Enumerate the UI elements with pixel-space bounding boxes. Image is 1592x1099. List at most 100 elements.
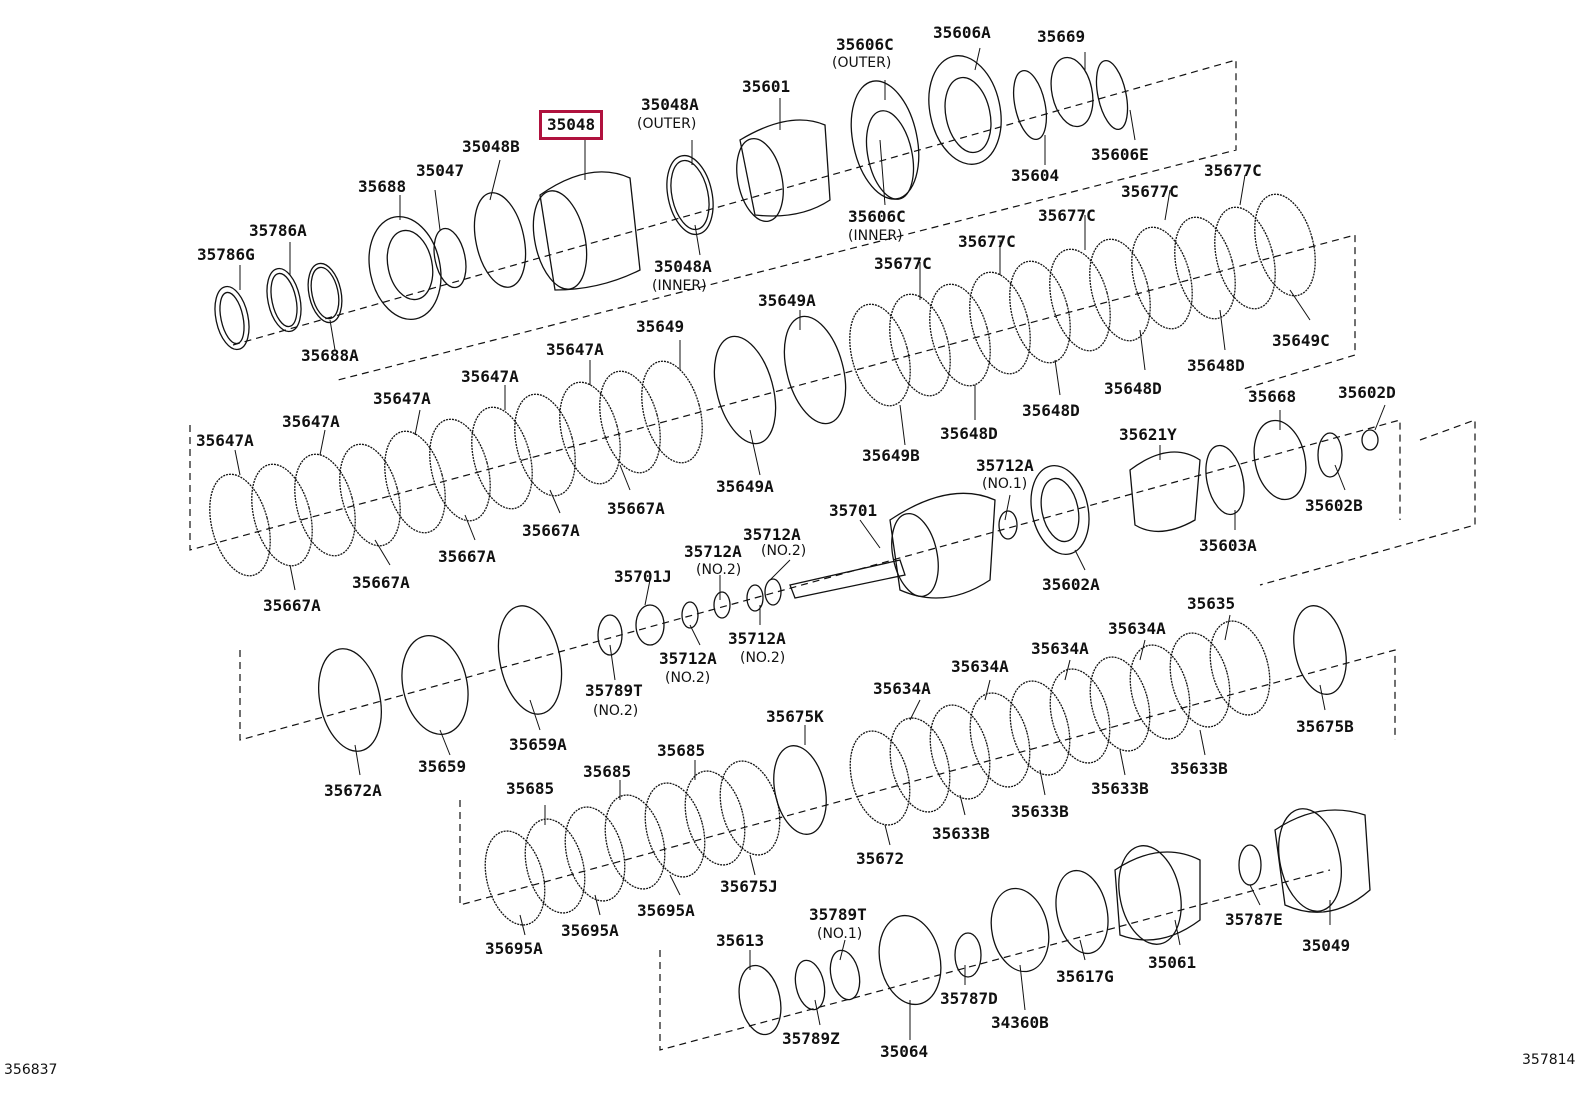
part-note-35712A_no2a: (NO.2): [761, 543, 807, 559]
part-label-35649C: 35649C: [1272, 331, 1330, 350]
part-label-35677C_5: 35677C: [874, 254, 932, 273]
part-label-35659A: 35659A: [509, 735, 567, 754]
corner-code-left: 356837: [4, 1062, 58, 1078]
parts-row-2b: [713, 315, 847, 445]
part-label-35621Y: 35621Y: [1119, 425, 1177, 444]
part-label-35675J: 35675J: [720, 877, 778, 896]
part-label-35667A_4: 35667A: [352, 573, 410, 592]
part-note-35048A_inner: (INNER): [652, 278, 707, 294]
part-label-35048[interactable]: 35048: [538, 110, 604, 140]
part-label-35048B: 35048B: [462, 137, 520, 156]
corner-code-right: 357814: [1522, 1052, 1576, 1068]
part-label-35648D_3: 35648D: [1022, 401, 1080, 420]
part-label-35667A_2: 35667A: [522, 521, 580, 540]
part-label-35789T_no2: 35789T: [585, 681, 643, 700]
part-note-35048A_outer: (OUTER): [637, 116, 697, 132]
part-label-35048A_outer: 35048A: [641, 95, 699, 114]
part-label-35613: 35613: [716, 931, 765, 950]
part-label-35672A: 35672A: [324, 781, 382, 800]
part-label-35633B_3: 35633B: [1011, 802, 1069, 821]
parts-row-5: [738, 808, 1371, 1036]
part-label-35648D_2: 35648D: [1104, 379, 1162, 398]
part-label-35635: 35635: [1187, 594, 1236, 613]
part-note-35789T_no2: (NO.2): [593, 703, 639, 719]
part-label-35634A_3: 35634A: [951, 657, 1009, 676]
parts-row-3: [597, 419, 1379, 656]
part-note-35606C_outer: (OUTER): [832, 55, 892, 71]
part-label-35672: 35672: [856, 849, 905, 868]
part-label-35606C_inner: 35606C: [848, 207, 906, 226]
part-label-35049: 35049: [1302, 936, 1351, 955]
part-label-35649A_top: 35649A: [758, 291, 816, 310]
part-label-35786G: 35786G: [197, 245, 255, 264]
parts-row-1: [214, 55, 1129, 351]
part-label-35659: 35659: [418, 757, 467, 776]
part-label-35604: 35604: [1011, 166, 1060, 185]
part-label-35602B: 35602B: [1305, 496, 1363, 515]
part-label-35675B: 35675B: [1296, 717, 1354, 736]
part-label-34360B: 34360B: [991, 1013, 1049, 1032]
part-label-35685_3: 35685: [506, 779, 555, 798]
part-note-35712A_no1: (NO.1): [982, 476, 1028, 492]
part-label-35668: 35668: [1248, 387, 1297, 406]
part-note-35712A_no2c: (NO.2): [740, 650, 786, 666]
group-outlines: [189, 59, 1476, 1051]
part-label-35649A_bot: 35649A: [716, 477, 774, 496]
part-label-35712A_no2b: 35712A: [684, 542, 742, 561]
part-label-35712A_no2c: 35712A: [728, 629, 786, 648]
part-label-35602A: 35602A: [1042, 575, 1100, 594]
part-label-35649: 35649: [636, 317, 685, 336]
part-label-35685_1: 35685: [657, 741, 706, 760]
part-label-35789Z: 35789Z: [782, 1029, 840, 1048]
parts-row-2c: [849, 193, 1316, 407]
part-label-35048A_inner: 35048A: [654, 257, 712, 276]
leader-lines: [234, 47, 1386, 1040]
part-label-35061: 35061: [1148, 953, 1197, 972]
part-label-35647A_2: 35647A: [461, 367, 519, 386]
part-label-35603A: 35603A: [1199, 536, 1257, 555]
part-note-35712A_no2b: (NO.2): [696, 562, 742, 578]
part-label-35787E: 35787E: [1225, 910, 1283, 929]
part-label-35064: 35064: [880, 1042, 929, 1061]
part-label-35712A_no2a: 35712A: [743, 525, 801, 544]
part-label-35667A_3: 35667A: [438, 547, 496, 566]
part-label-35688A: 35688A: [301, 346, 359, 365]
part-label-35675K: 35675K: [766, 707, 824, 726]
part-label-35701J: 35701J: [614, 567, 672, 586]
part-label-35667A_5: 35667A: [263, 596, 321, 615]
part-note-35606C_inner: (INNER): [848, 228, 903, 244]
part-label-35634A_1: 35634A: [1108, 619, 1166, 638]
part-label-35634A_4: 35634A: [873, 679, 931, 698]
part-label-35677C_4: 35677C: [958, 232, 1016, 251]
part-label-35648D_1: 35648D: [1187, 356, 1245, 375]
part-label-35695A_3: 35695A: [485, 939, 543, 958]
part-label-35667A_1: 35667A: [607, 499, 665, 518]
part-label-35617G: 35617G: [1056, 967, 1114, 986]
part-label-35789T_no1: 35789T: [809, 905, 867, 924]
part-label-35701: 35701: [829, 501, 878, 520]
part-label-35787D: 35787D: [940, 989, 998, 1008]
part-label-35695A_1: 35695A: [637, 901, 695, 920]
part-label-35786A: 35786A: [249, 221, 307, 240]
part-label-35677C_2: 35677C: [1121, 182, 1179, 201]
part-label-35648D_4: 35648D: [940, 424, 998, 443]
parts-row-4: [318, 605, 1347, 835]
part-label-35647A_3: 35647A: [373, 389, 431, 408]
part-label-35712A_no2d: 35712A: [659, 649, 717, 668]
part-label-35677C_3: 35677C: [1038, 206, 1096, 225]
part-note-35789T_no1: (NO.1): [817, 926, 863, 942]
part-label-35649B: 35649B: [862, 446, 920, 465]
part-label-35633B_2: 35633B: [1091, 779, 1149, 798]
part-label-35633B_1: 35633B: [1170, 759, 1228, 778]
part-label-35695A_2: 35695A: [561, 921, 619, 940]
part-label-35669: 35669: [1037, 27, 1086, 46]
part-label-35685_2: 35685: [583, 762, 632, 781]
part-label-35602D: 35602D: [1338, 383, 1396, 402]
part-label-35606E: 35606E: [1091, 145, 1149, 164]
part-label-35677C_1: 35677C: [1204, 161, 1262, 180]
part-label-35606A: 35606A: [933, 23, 991, 42]
parts-row-4b: [484, 620, 1271, 926]
part-label-35647A_1: 35647A: [546, 340, 604, 359]
part-label-35606C_outer: 35606C: [836, 35, 894, 54]
